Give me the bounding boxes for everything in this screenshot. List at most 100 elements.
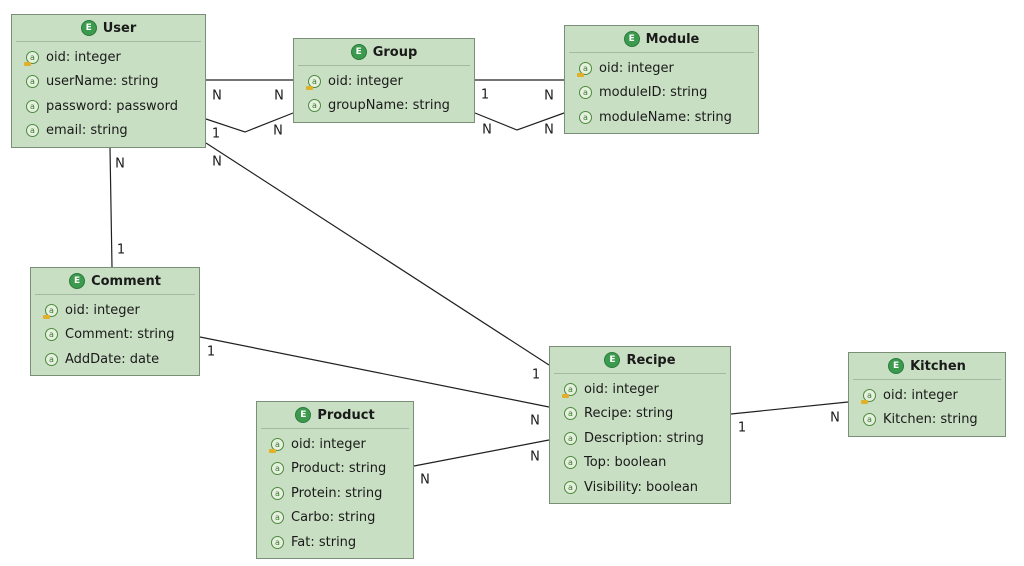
entity-header: E Kitchen	[853, 353, 1001, 380]
entity-icon: E	[623, 31, 640, 47]
cardinality-label: N	[482, 122, 492, 138]
entity-title: Product	[317, 407, 375, 423]
entity-title: Comment	[91, 273, 161, 289]
attribute-row[interactable]: a userName: string	[26, 70, 205, 95]
key-attribute-icon: a	[562, 382, 577, 398]
attribute-row[interactable]: a Fat: string	[271, 530, 413, 555]
entity-title: Group	[372, 44, 418, 60]
attribute-row[interactable]: a oid: integer	[269, 432, 413, 457]
attribute-row[interactable]: a moduleName: string	[579, 105, 758, 130]
cardinality-label: N	[212, 154, 222, 170]
attribute-label: oid: integer	[584, 381, 659, 397]
cardinality-label: N	[212, 88, 222, 104]
attribute-label: moduleID: string	[599, 85, 708, 101]
attribute-label: email: string	[46, 123, 128, 139]
attribute-row[interactable]: a Kitchen: string	[863, 408, 1005, 433]
relation-user-recipe[interactable]	[205, 142, 550, 366]
attribute-row[interactable]: a Description: string	[564, 426, 730, 451]
entity-title: Kitchen	[910, 358, 966, 374]
entity-icon: E	[888, 358, 905, 374]
relation-group-module-2[interactable]	[474, 112, 565, 131]
cardinality-label: N	[544, 88, 554, 104]
attribute-row[interactable]: a AddDate: date	[45, 347, 199, 372]
attribute-icon: a	[863, 413, 876, 427]
attribute-icon: a	[271, 535, 284, 549]
cardinality-label: 1	[211, 126, 221, 142]
entity-header: E Recipe	[554, 347, 726, 374]
attribute-icon: a	[579, 110, 592, 124]
attribute-label: Recipe: string	[584, 406, 674, 422]
key-attribute-icon: a	[861, 388, 876, 404]
attribute-row[interactable]: a Recipe: string	[564, 402, 730, 427]
attribute-row[interactable]: a password: password	[26, 94, 205, 119]
cardinality-label: N	[115, 156, 125, 172]
entity-title: Module	[645, 31, 700, 47]
attribute-label: oid: integer	[46, 49, 121, 65]
attribute-row[interactable]: a email: string	[26, 119, 205, 144]
cardinality-label: 1	[206, 344, 216, 360]
relation-user-group-2[interactable]	[205, 112, 294, 133]
cardinality-label: 1	[531, 367, 541, 383]
relation-product-recipe[interactable]	[413, 439, 550, 467]
attribute-icon: a	[271, 511, 284, 525]
attribute-icon: a	[45, 328, 58, 342]
attribute-label: groupName: string	[328, 98, 450, 114]
attribute-label: moduleName: string	[599, 109, 732, 125]
attribute-icon: a	[26, 99, 39, 113]
attribute-row[interactable]: a oid: integer	[562, 377, 730, 402]
attribute-icon: a	[26, 124, 39, 138]
attribute-icon: a	[564, 407, 577, 421]
attribute-label: oid: integer	[328, 73, 403, 89]
key-attribute-icon: a	[269, 437, 284, 453]
entity-title: Recipe	[626, 352, 676, 368]
attribute-label: Comment: string	[65, 327, 175, 343]
attribute-icon: a	[564, 456, 577, 470]
attribute-icon: a	[564, 480, 577, 494]
cardinality-label: N	[420, 472, 430, 488]
attribute-icon: a	[45, 352, 58, 366]
attribute-icon: a	[26, 75, 39, 89]
attribute-icon: a	[564, 431, 577, 445]
attribute-label: Fat: string	[291, 534, 357, 550]
relation-comment-recipe[interactable]	[199, 336, 550, 408]
attribute-label: Kitchen: string	[883, 412, 978, 428]
attribute-label: Description: string	[584, 430, 704, 446]
attribute-icon: a	[271, 462, 284, 476]
relation-recipe-kitchen[interactable]	[730, 401, 849, 415]
entity-header: E User	[16, 15, 201, 42]
cardinality-label: N	[544, 122, 554, 138]
entity-header: E Group	[298, 39, 470, 66]
attribute-label: AddDate: date	[65, 351, 160, 367]
entity-header: E Module	[569, 26, 754, 53]
relation-user-comment[interactable]	[109, 147, 113, 268]
attribute-label: oid: integer	[291, 436, 366, 452]
attribute-label: userName: string	[46, 74, 159, 90]
cardinality-label: 1	[116, 242, 126, 258]
cardinality-label: N	[274, 88, 284, 104]
attribute-label: password: password	[46, 98, 178, 114]
attribute-row[interactable]: a Comment: string	[45, 323, 199, 348]
